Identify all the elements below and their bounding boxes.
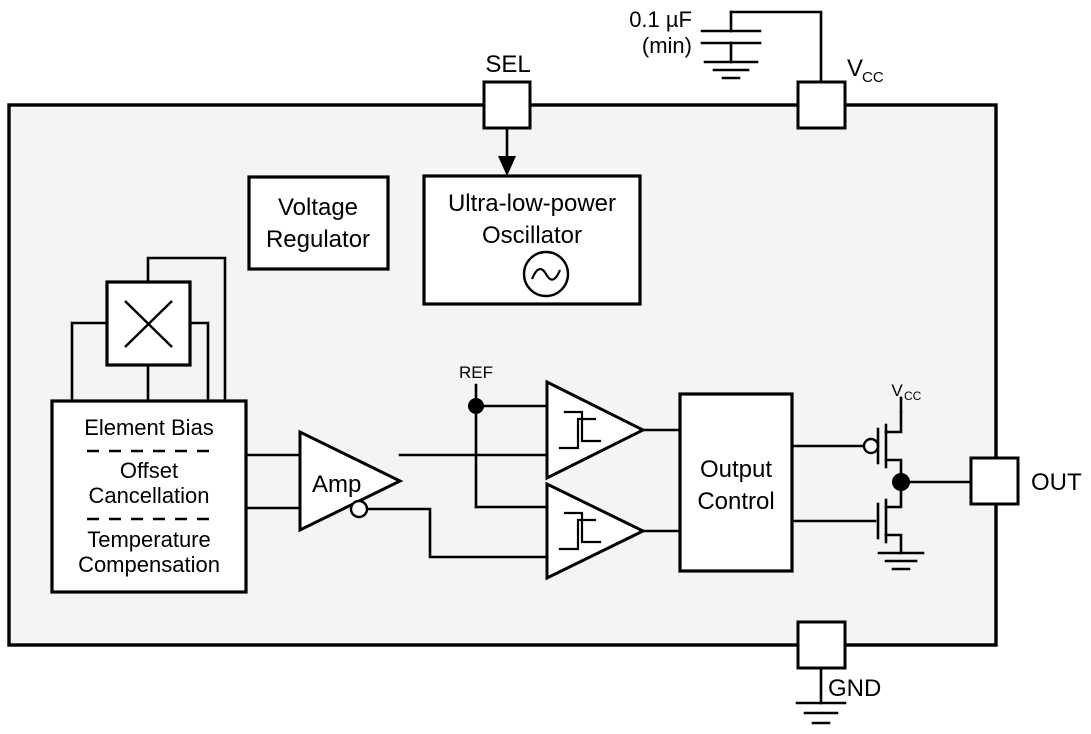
hall-element-cross-icon: [124, 300, 173, 348]
capacitor-to-vcc-wire: [729, 10, 823, 84]
ref-junction-dot: [468, 398, 484, 414]
pin-sel-label: SEL: [485, 51, 530, 78]
pin-gnd[interactable]: [796, 620, 847, 670]
hall-element-wire-right: [188, 321, 210, 403]
bias-label-compensation: Compensation: [78, 552, 220, 577]
amplifier-label: Amp: [312, 471, 361, 498]
oscillator-label-line2: Oscillator: [482, 222, 582, 249]
bias-label-offset: Offset: [120, 458, 178, 483]
capacitor-ground-symbol: [703, 60, 759, 80]
block-comparator-upper[interactable]: [545, 379, 647, 481]
hall-element-wire-left: [70, 321, 109, 403]
pin-sel[interactable]: [482, 80, 532, 130]
nmos-transistor-icon: [876, 480, 903, 555]
output-control-label-line2: Control: [697, 488, 774, 515]
pin-out-label: OUT: [1031, 469, 1082, 496]
output-stage-vcc-label-sub: CC: [904, 389, 922, 403]
pin-out[interactable]: [969, 456, 1020, 506]
amp-output-wire-lower: [366, 507, 549, 559]
pin-vcc-label: V: [847, 55, 863, 82]
block-amplifier[interactable]: [298, 429, 404, 533]
pin-vcc-label-sub: CC: [862, 69, 884, 86]
block-output-control[interactable]: [678, 392, 794, 573]
block-comparator-lower[interactable]: [545, 481, 647, 581]
output-control-label-line1: Output: [700, 456, 772, 483]
hall-element-wire-top: [146, 256, 227, 403]
pin-gnd-label: GND: [828, 675, 881, 702]
oscillator-label-line1: Ultra-low-power: [448, 190, 616, 217]
pin-vcc[interactable]: [796, 80, 847, 130]
pmos-transistor-icon: [862, 410, 903, 484]
gnd-ground-symbol: [795, 701, 847, 725]
capacitor-value-line2: (min): [642, 33, 692, 58]
voltage-regulator-label-line2: Regulator: [266, 226, 370, 253]
capacitor-symbol: [700, 29, 762, 64]
capacitor-value-line1: 0.1 µF: [629, 7, 692, 32]
ref-label: REF: [459, 363, 493, 382]
output-stage-vcc-label: V: [891, 381, 903, 400]
block-oscillator[interactable]: [422, 174, 642, 306]
schmitt-trigger-icon-upper: [558, 410, 602, 450]
bias-label-element-bias: Element Bias: [84, 415, 214, 440]
block-voltage-regulator[interactable]: [247, 175, 390, 271]
amplifier-inverting-bubble-icon: [349, 499, 369, 519]
bias-label-cancellation: Cancellation: [88, 483, 209, 508]
output-stage-ground-symbol: [877, 551, 925, 571]
bias-label-temperature: Temperature: [87, 527, 211, 552]
schmitt-trigger-icon-lower: [558, 511, 602, 551]
ac-source-icon: [522, 250, 570, 298]
sel-arrowhead-icon: [498, 156, 516, 176]
block-bias-offset-temp[interactable]: [50, 399, 248, 594]
voltage-regulator-label-line1: Voltage: [278, 194, 358, 221]
